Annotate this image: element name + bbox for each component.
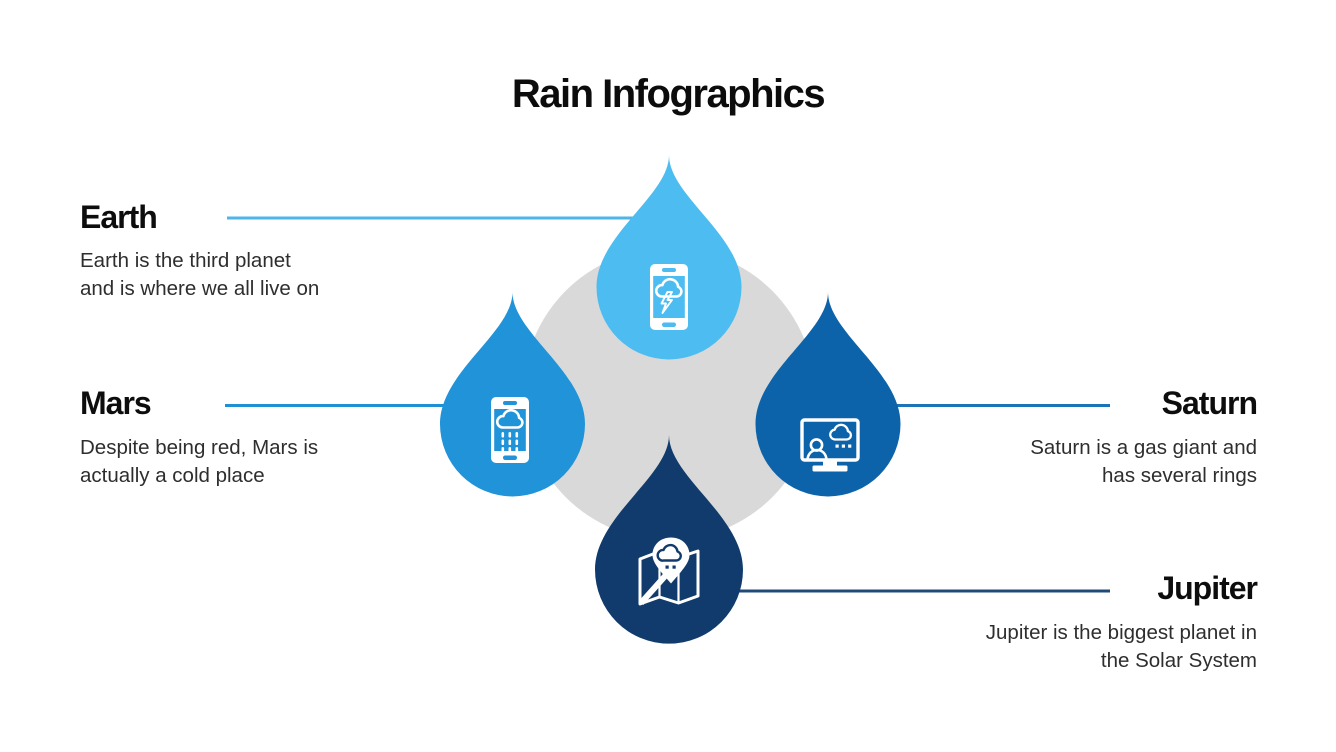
background-circle	[523, 248, 815, 540]
map-location-rain-icon	[638, 537, 700, 606]
pin-rain-dots	[665, 565, 676, 569]
page-title: Rain Infographics	[511, 72, 826, 116]
smartphone-rain-icon	[491, 397, 529, 463]
earth-label: Earth	[80, 199, 158, 235]
mars-label: Mars	[80, 385, 152, 421]
jupiter-connector-line	[669, 589, 1110, 593]
smartphone-storm-icon	[650, 264, 688, 330]
forecast-dots	[835, 444, 852, 448]
saturn-connector-line	[828, 404, 1110, 407]
lightning-bolt	[660, 291, 673, 314]
saturn-label: Saturn	[1161, 385, 1258, 421]
earth-description: Earth is the third planet and is where w…	[80, 249, 320, 300]
saturn-description: Saturn is a gas giant and has several ri…	[1030, 436, 1257, 487]
jupiter-label: Jupiter	[1157, 570, 1258, 606]
jupiter-description: Jupiter is the biggest planet in the Sol…	[985, 621, 1257, 672]
earth-connector-line	[227, 216, 669, 220]
rain-dashes	[501, 432, 519, 453]
weather-news-monitor-icon	[800, 418, 860, 472]
mars-connector-line	[225, 404, 515, 407]
mars-description: Despite being red, Mars is actually a co…	[80, 436, 319, 487]
